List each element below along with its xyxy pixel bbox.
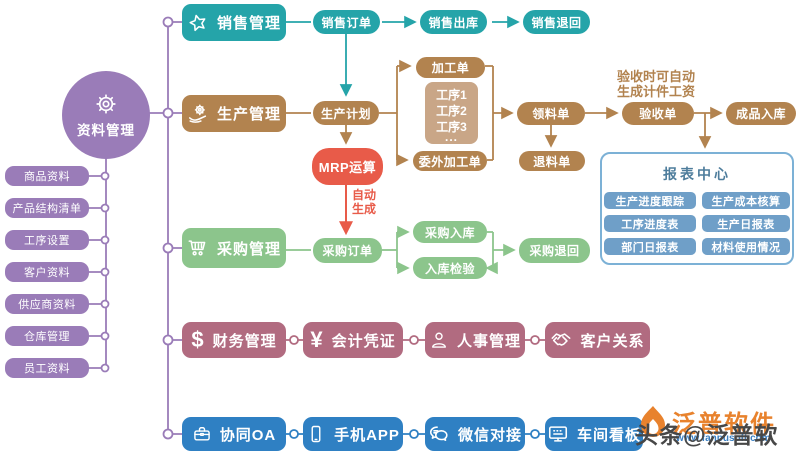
purchasing-module: 采购管理 bbox=[182, 228, 286, 268]
mobile-app-label: 手机APP bbox=[334, 426, 400, 444]
gear-icon bbox=[94, 92, 118, 116]
hr-module-label: 人事管理 bbox=[456, 332, 521, 350]
wechat-module-label: 微信对接 bbox=[457, 426, 522, 444]
oa-module-label: 协同OA bbox=[219, 426, 277, 444]
accounting-voucher-label: 会计凭证 bbox=[331, 332, 396, 350]
master-data-item: 供应商资料 bbox=[5, 294, 89, 314]
sales-order-pill: 销售订单 bbox=[313, 10, 380, 34]
mobile-app-module: 手机APP bbox=[303, 417, 403, 451]
production-module-label: 生产管理 bbox=[216, 106, 281, 123]
material-return-pill: 退料单 bbox=[519, 151, 585, 171]
report-item: 生产成本核算 bbox=[702, 192, 790, 209]
cart-icon bbox=[187, 237, 209, 259]
wechat-module: 微信对接 bbox=[425, 417, 525, 451]
hr-module: 人事管理 bbox=[425, 322, 525, 358]
purchasing-module-label: 采购管理 bbox=[216, 240, 281, 258]
sales-outbound-pill: 销售出库 bbox=[420, 10, 487, 34]
person-icon bbox=[429, 330, 449, 350]
process-step-ellipsis: ... bbox=[444, 129, 458, 144]
sales-module-label: 销售管理 bbox=[216, 15, 281, 32]
finished-goods-pill: 成品入库 bbox=[726, 102, 796, 125]
master-data-item: 产品结构清单 bbox=[5, 198, 89, 218]
purchase-return-pill: 采购退回 bbox=[519, 238, 590, 263]
master-data-hub: 资料管理 bbox=[62, 71, 150, 159]
phone-icon bbox=[306, 424, 326, 444]
master-data-item: 客户资料 bbox=[5, 262, 89, 282]
report-item: 部门日报表 bbox=[604, 238, 696, 255]
dollar-icon: $ bbox=[191, 327, 205, 352]
accounting-voucher-module: ¥ 会计凭证 bbox=[303, 322, 403, 358]
fanpu-logo-icon bbox=[636, 404, 670, 447]
master-data-item: 工序设置 bbox=[5, 230, 89, 250]
sales-module: 销售管理 bbox=[182, 4, 286, 41]
report-item: 材料使用情况 bbox=[702, 238, 790, 255]
crm-module: 客户关系 bbox=[545, 322, 650, 358]
hand-gear-icon bbox=[187, 103, 209, 125]
watermark-headline: 头条@泛普软件 bbox=[635, 422, 779, 457]
fanpu-logo-text: 泛普软件 bbox=[672, 411, 776, 438]
handshake-icon bbox=[550, 329, 572, 351]
purchase-inbound-pill: 采购入库 bbox=[413, 221, 487, 243]
master-data-item: 员工资料 bbox=[5, 358, 89, 378]
inbound-inspection-pill: 入库检验 bbox=[413, 257, 487, 279]
fanpu-logo-url: www.fanpusoft.com bbox=[676, 433, 771, 444]
finance-module-label: 财务管理 bbox=[212, 332, 277, 350]
monitor-icon bbox=[547, 423, 569, 445]
outsourcing-order-pill: 委外加工单 bbox=[413, 151, 487, 171]
master-data-item: 仓库管理 bbox=[5, 326, 89, 346]
material-requisition-pill: 领料单 bbox=[517, 102, 585, 125]
report-item: 生产日报表 bbox=[702, 215, 790, 232]
process-step: 工序3 bbox=[436, 119, 467, 134]
crm-module-label: 客户关系 bbox=[580, 332, 645, 350]
workshop-board-module: 车间看板 bbox=[545, 417, 643, 451]
finance-module: $ 财务管理 bbox=[182, 322, 286, 358]
report-center-title: 报表中心 bbox=[663, 166, 731, 182]
yen-icon: ¥ bbox=[310, 327, 324, 352]
production-module: 生产管理 bbox=[182, 95, 286, 132]
report-item: 生产进度跟踪 bbox=[604, 192, 696, 209]
hub-label: 资料管理 bbox=[77, 122, 135, 138]
report-center-panel: 报表中心 生产进度跟踪 生产成本核算 工序进度表 生产日报表 部门日报表 材料使… bbox=[600, 152, 794, 265]
oa-module: 协同OA bbox=[182, 417, 286, 451]
report-item: 工序进度表 bbox=[604, 215, 696, 232]
process-step: 工序1 bbox=[436, 87, 467, 102]
purchase-order-pill: 采购订单 bbox=[313, 238, 382, 263]
process-step: 工序2 bbox=[436, 103, 467, 118]
acceptance-note: 验收时可自动 生成计件工资 bbox=[617, 69, 696, 99]
star-icon bbox=[187, 12, 209, 34]
briefcase-icon bbox=[192, 424, 212, 444]
mrp-pill: MRP运算 bbox=[312, 148, 383, 185]
wechat-icon bbox=[428, 423, 450, 445]
acceptance-pill: 验收单 bbox=[622, 102, 694, 125]
process-order-pill: 加工单 bbox=[416, 57, 485, 78]
master-data-item: 商品资料 bbox=[5, 166, 89, 186]
workshop-board-label: 车间看板 bbox=[576, 426, 641, 444]
sales-return-pill: 销售退回 bbox=[523, 10, 590, 34]
auto-generate-note: 自动 生成 bbox=[352, 188, 377, 216]
production-plan-pill: 生产计划 bbox=[313, 101, 379, 125]
process-steps-box: 工序1 工序2 工序3 ... bbox=[425, 82, 478, 144]
